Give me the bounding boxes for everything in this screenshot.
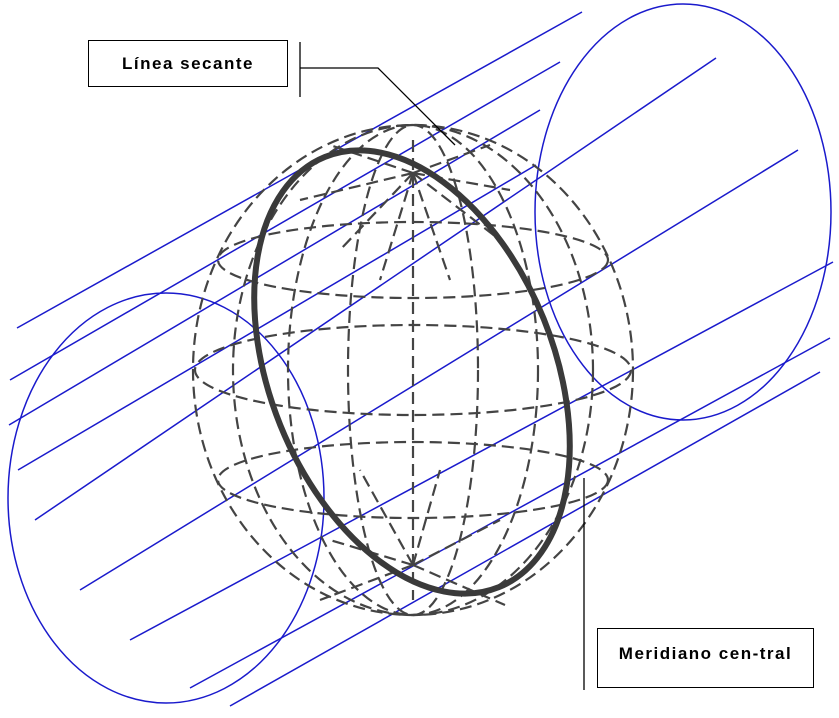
cylinder-generator-line	[9, 110, 540, 425]
cylinder-right-end	[535, 4, 831, 420]
secant-line-label-text: Línea secante	[122, 54, 254, 74]
pole-ray	[413, 173, 450, 280]
pole-ray	[320, 565, 413, 600]
cylinder-generator-line	[130, 262, 833, 640]
globe	[193, 125, 633, 615]
secant-line-label: Línea secante	[88, 40, 288, 87]
secant-leader	[300, 68, 455, 145]
central-meridian-label: Meridiano cen-tral	[597, 628, 814, 688]
central-meridian-label-text: Meridiano cen-tral	[619, 644, 792, 663]
cylinder	[8, 4, 833, 706]
pole-ray	[413, 173, 510, 190]
